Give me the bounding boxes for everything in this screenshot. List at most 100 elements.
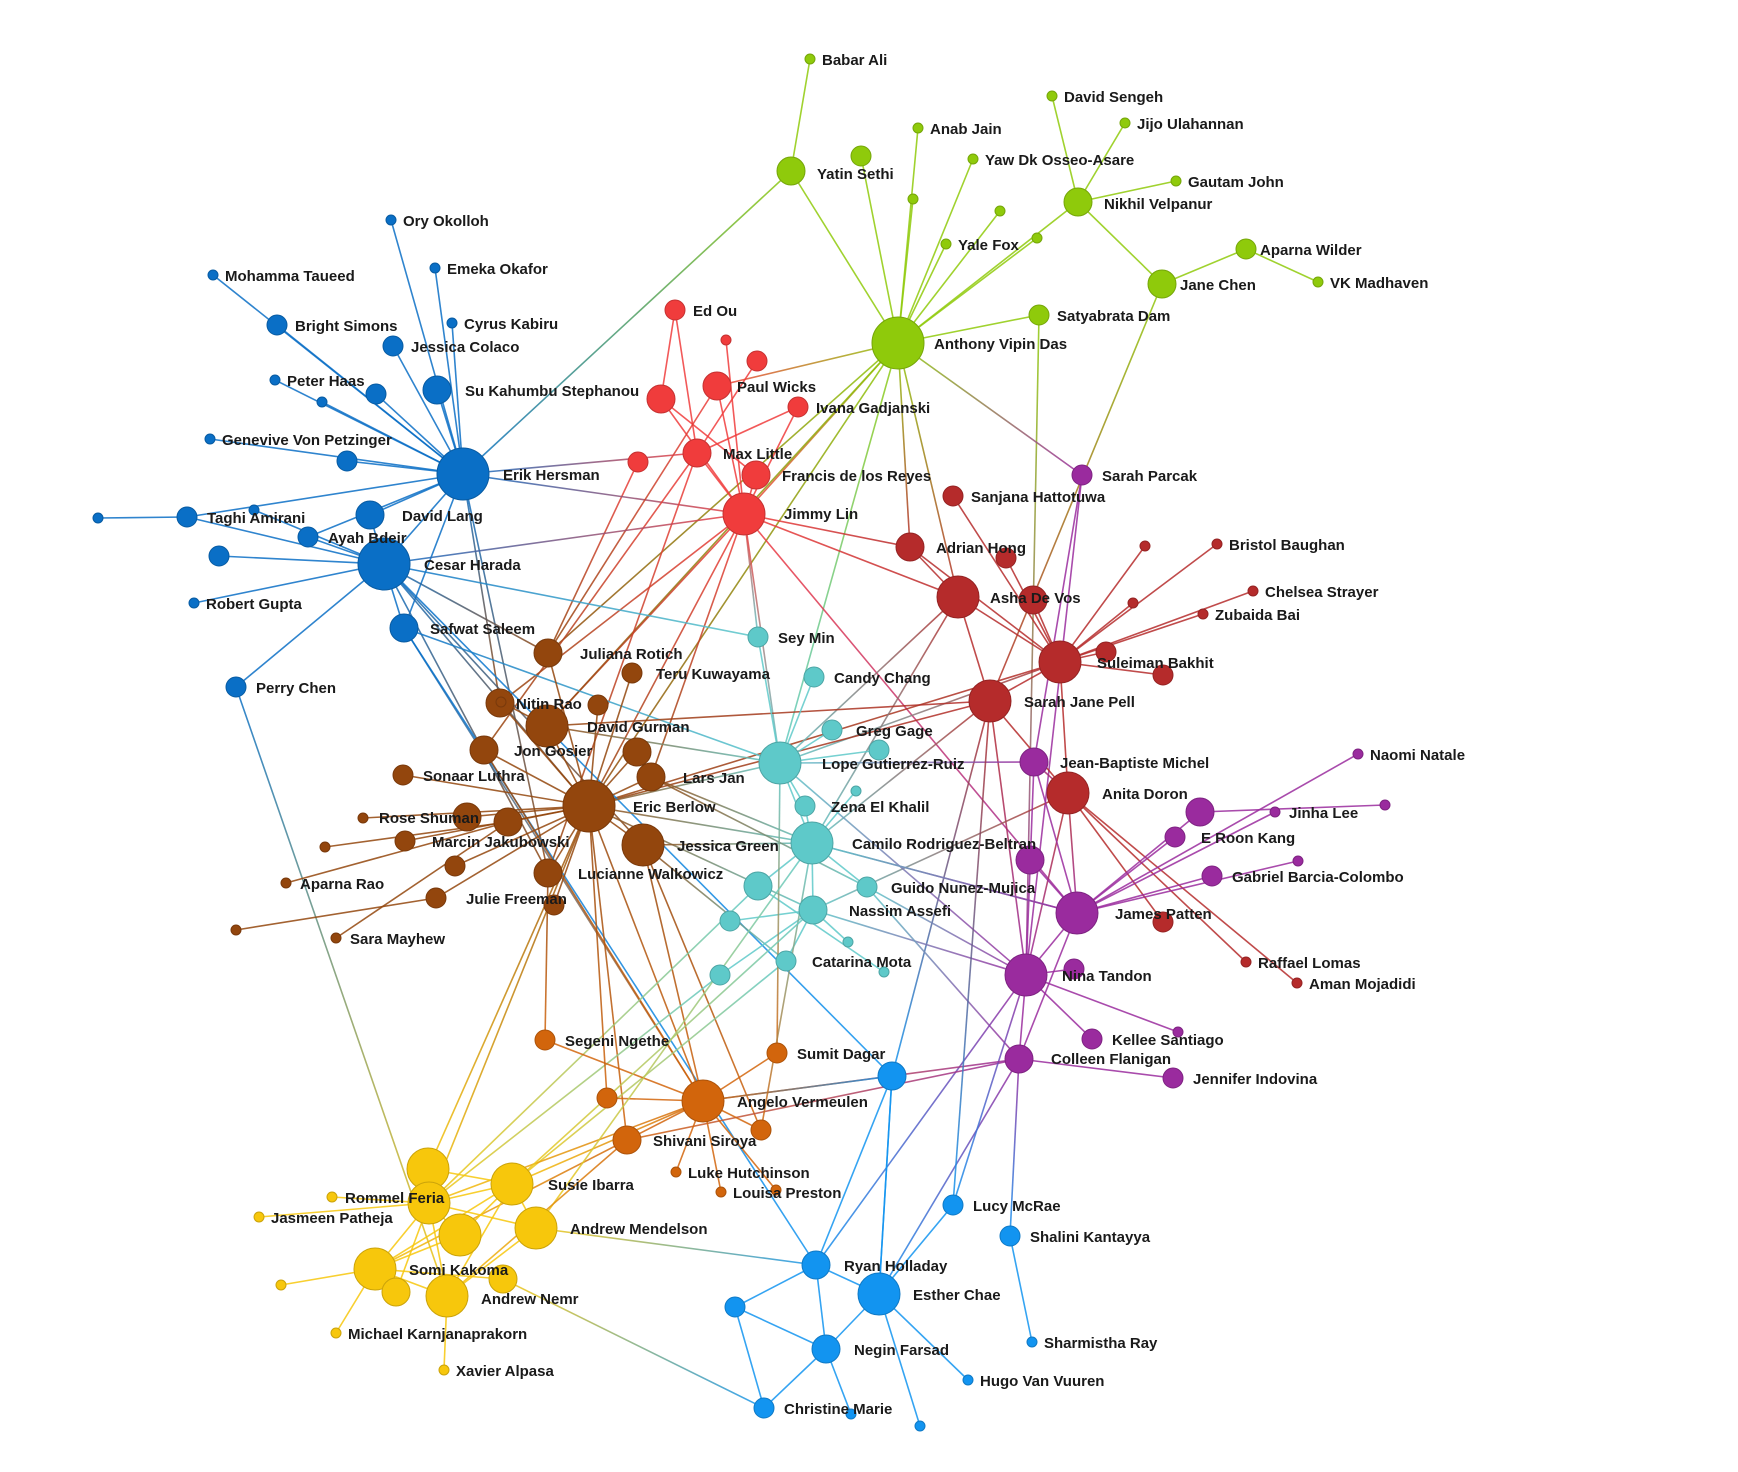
node-robert-gupta[interactable]: [188, 597, 200, 609]
node-david-sengeh[interactable]: [1046, 90, 1058, 102]
node-lope[interactable]: [758, 741, 802, 785]
node-lars-jan[interactable]: [636, 762, 666, 792]
node-s-node2[interactable]: [724, 1296, 746, 1318]
node-marcin[interactable]: [493, 807, 523, 837]
node-ryan[interactable]: [801, 1250, 831, 1280]
node-anab-jain[interactable]: [912, 122, 924, 134]
node-naomi[interactable]: [1352, 748, 1364, 760]
node-teru[interactable]: [621, 662, 643, 684]
node-yale-fox[interactable]: [940, 238, 952, 250]
node-r-small3[interactable]: [627, 451, 649, 473]
node-br-node5[interactable]: [394, 830, 416, 852]
node-jane-chen[interactable]: [1147, 269, 1177, 299]
node-hugo[interactable]: [962, 1374, 974, 1386]
node-t-small6[interactable]: [709, 964, 731, 986]
node-g-small2[interactable]: [994, 205, 1006, 217]
node-yatin-b[interactable]: [850, 145, 872, 167]
node-br-small1[interactable]: [495, 696, 507, 708]
node-jean-baptiste[interactable]: [1019, 747, 1049, 777]
node-kellee[interactable]: [1081, 1028, 1103, 1050]
node-c-small2[interactable]: [1139, 540, 1151, 552]
node-b-node5[interactable]: [208, 545, 230, 567]
node-adrian-hong[interactable]: [895, 532, 925, 562]
node-cesar[interactable]: [357, 537, 411, 591]
node-sarah-parcak[interactable]: [1071, 464, 1093, 486]
node-chelsea[interactable]: [1247, 585, 1259, 597]
node-c-node3[interactable]: [1018, 585, 1048, 615]
node-jennifer[interactable]: [1162, 1067, 1184, 1089]
node-o-node1[interactable]: [596, 1087, 618, 1109]
node-shivani[interactable]: [612, 1125, 642, 1155]
node-somi[interactable]: [353, 1247, 397, 1291]
node-c-node6[interactable]: [1152, 664, 1174, 686]
node-ed-ou[interactable]: [664, 299, 686, 321]
node-cyrus[interactable]: [446, 317, 458, 329]
node-r-small1[interactable]: [720, 334, 732, 346]
node-yatin-sethi[interactable]: [776, 156, 806, 186]
node-c-node7[interactable]: [1152, 911, 1174, 933]
node-zena[interactable]: [794, 795, 816, 817]
node-ayah[interactable]: [297, 526, 319, 548]
node-p-node4[interactable]: [1015, 845, 1045, 875]
node-y-node4[interactable]: [381, 1277, 411, 1307]
node-aman[interactable]: [1291, 977, 1303, 989]
node-max-little[interactable]: [682, 438, 712, 468]
node-br-node7[interactable]: [444, 855, 466, 877]
node-emeka[interactable]: [429, 262, 441, 274]
node-b-small4[interactable]: [248, 504, 260, 516]
node-o-small3[interactable]: [770, 1184, 782, 1196]
node-sey-min[interactable]: [747, 626, 769, 648]
node-michael[interactable]: [330, 1327, 342, 1339]
node-vk-madhaven[interactable]: [1312, 276, 1324, 288]
node-su-kahumbu[interactable]: [422, 375, 452, 405]
node-anita-doron[interactable]: [1046, 771, 1090, 815]
node-jon-gosier[interactable]: [469, 735, 499, 765]
node-sumit[interactable]: [766, 1042, 788, 1064]
node-bright[interactable]: [266, 314, 288, 336]
node-jessica-colaco[interactable]: [382, 335, 404, 357]
node-c-node5[interactable]: [1095, 641, 1117, 663]
node-s-small4[interactable]: [914, 1420, 926, 1432]
node-sara-mayhew[interactable]: [330, 932, 342, 944]
node-lucy[interactable]: [942, 1194, 964, 1216]
node-r-node1[interactable]: [646, 384, 676, 414]
node-s-small3[interactable]: [845, 1408, 857, 1420]
node-t-small1[interactable]: [868, 739, 890, 761]
node-b-node1[interactable]: [365, 383, 387, 405]
node-t-small4[interactable]: [719, 910, 741, 932]
node-candy[interactable]: [803, 666, 825, 688]
node-nikhil[interactable]: [1063, 187, 1093, 217]
node-ivana[interactable]: [787, 396, 809, 418]
node-genevive[interactable]: [204, 433, 216, 445]
node-eric-berlow[interactable]: [562, 779, 616, 833]
node-taghi[interactable]: [176, 506, 198, 528]
node-y-small2[interactable]: [326, 1191, 338, 1203]
node-paul-wicks[interactable]: [702, 371, 732, 401]
node-anthony[interactable]: [871, 316, 925, 370]
node-sharmistha[interactable]: [1026, 1336, 1038, 1348]
node-br-small6[interactable]: [319, 841, 331, 853]
node-o-node2[interactable]: [750, 1119, 772, 1141]
node-louisa[interactable]: [715, 1186, 727, 1198]
node-g-small3[interactable]: [1031, 232, 1043, 244]
node-erik[interactable]: [436, 447, 490, 501]
node-segeni[interactable]: [534, 1029, 556, 1051]
node-greg-gage[interactable]: [821, 719, 843, 741]
node-mohamma[interactable]: [207, 269, 219, 281]
node-y-node5[interactable]: [488, 1264, 518, 1294]
node-yaw-dk[interactable]: [967, 153, 979, 165]
node-b-far[interactable]: [92, 512, 104, 524]
node-g-small1[interactable]: [907, 193, 919, 205]
node-y-small6[interactable]: [275, 1279, 287, 1291]
node-sanjana[interactable]: [942, 485, 964, 507]
node-satyabrata[interactable]: [1028, 304, 1050, 326]
node-t-small5[interactable]: [842, 936, 854, 948]
node-e-roon[interactable]: [1164, 826, 1186, 848]
node-negin[interactable]: [811, 1334, 841, 1364]
node-juliana[interactable]: [533, 638, 563, 668]
node-raffael[interactable]: [1240, 956, 1252, 968]
node-colleen[interactable]: [1004, 1044, 1034, 1074]
node-p-small3[interactable]: [1292, 855, 1304, 867]
node-jasmeen[interactable]: [253, 1211, 265, 1223]
node-jimmy-lin[interactable]: [722, 492, 766, 536]
